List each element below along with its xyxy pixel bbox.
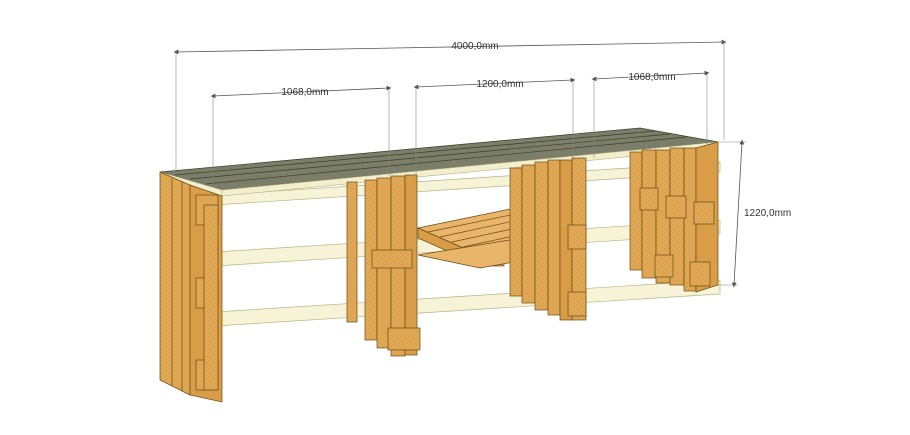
dimension-height: 1220,0mm [718,139,791,288]
dimension-right-section: 1068,0mm [591,70,710,158]
label-middle-section: 1200,0mm [476,79,523,90]
right-end-pallet [629,141,719,293]
label-left-section: 1068,0mm [281,87,328,98]
label-height: 1220,0mm [744,208,791,219]
left-end-pallet [159,171,223,403]
dimension-total-width: 4000,0mm [173,39,727,170]
dimension-middle-section: 1200,0mm [413,77,576,178]
label-total-width: 4000,0mm [451,41,498,52]
left-center-pallet [346,174,421,357]
label-right-section: 1068,0mm [628,72,675,83]
right-center-pallet [509,157,587,321]
dimension-left-section: 1068,0mm [210,85,392,186]
